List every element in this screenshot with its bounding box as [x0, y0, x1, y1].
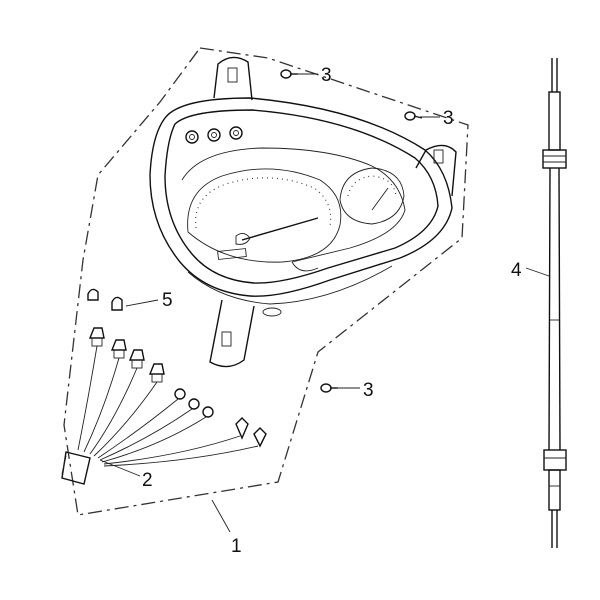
- screw-lower: [320, 383, 338, 393]
- bottom-mount-tab: [209, 299, 255, 368]
- callout-2: 2: [142, 470, 153, 491]
- fuel-gauge-face: [339, 167, 405, 225]
- indicator-lamp-2: [207, 128, 221, 142]
- top-left-mount-tab: [213, 56, 253, 101]
- odometer-window: [217, 248, 247, 260]
- bulb-small-2: [111, 296, 123, 311]
- housing-inner-rim: [164, 109, 439, 284]
- speedometer-cable: [542, 58, 567, 548]
- wire-harness: [61, 327, 267, 485]
- assembly-boundary-outline: [63, 47, 469, 516]
- callout-3-top: 3: [321, 65, 332, 86]
- right-mount-tab: [415, 144, 457, 197]
- screw-right: [404, 111, 423, 121]
- speedometer-housing: [149, 56, 457, 368]
- callout-4: 4: [511, 260, 522, 281]
- bulb-small-1: [87, 288, 99, 301]
- housing-outer-shell: [149, 97, 453, 297]
- screw-top: [280, 69, 298, 79]
- indicator-lamp-1: [185, 130, 199, 144]
- cable-lower-nut: [543, 449, 567, 471]
- leader-2: [99, 459, 141, 477]
- indicator-lamp-3: [229, 126, 243, 140]
- cable-upper-nut: [542, 149, 567, 169]
- leader-5: [125, 299, 159, 307]
- callout-5: 5: [162, 290, 173, 311]
- leader-4: [525, 267, 550, 277]
- leader-1: [211, 499, 231, 533]
- callout-3-right: 3: [443, 108, 454, 129]
- speed-dial-face: [187, 168, 342, 263]
- callout-3-lower: 3: [363, 380, 374, 401]
- speed-needle: [241, 217, 319, 241]
- callout-1: 1: [231, 536, 242, 557]
